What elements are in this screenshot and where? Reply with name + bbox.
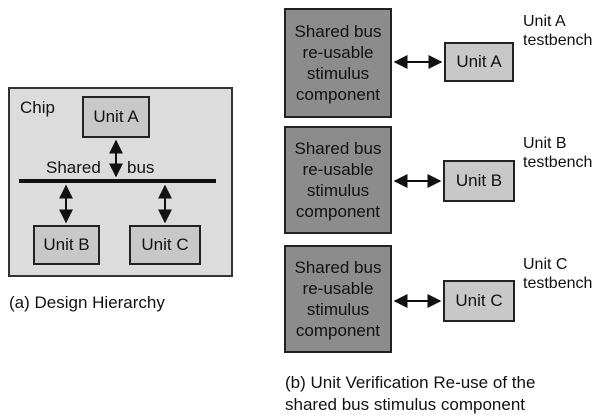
caption-unit-verification-line-1: (b) Unit Verification Re-use of the xyxy=(285,373,536,392)
chip-label: Chip xyxy=(20,98,55,117)
testbench-unit-b: Unit B xyxy=(443,160,515,202)
testbench-unit-c: Unit C xyxy=(443,280,515,322)
stimulus-component-a: Shared bus re-usable stimulus component xyxy=(284,8,392,118)
shared-bus-line xyxy=(19,179,216,183)
testbench-unit-a: Unit A xyxy=(444,42,514,82)
bus-label-bus: bus xyxy=(127,158,155,177)
testbench-label-a: Unit A testbench xyxy=(523,13,593,49)
unit-c-block: Unit C xyxy=(129,225,201,265)
stimulus-component-c: Shared bus re-usable stimulus component xyxy=(284,245,392,353)
caption-unit-verification-line-2: shared bus stimulus component xyxy=(285,395,526,414)
testbench-label-b: Unit B testbench xyxy=(523,135,593,171)
caption-design-hierarchy: (a) Design Hierarchy xyxy=(9,293,165,312)
unit-b-block: Unit B xyxy=(33,225,100,265)
testbench-label-c: Unit C testbench xyxy=(523,256,593,292)
stimulus-component-b: Shared bus re-usable stimulus component xyxy=(284,126,392,234)
bus-label-shared: Shared xyxy=(46,158,101,177)
unit-a-block: Unit A xyxy=(82,96,150,138)
